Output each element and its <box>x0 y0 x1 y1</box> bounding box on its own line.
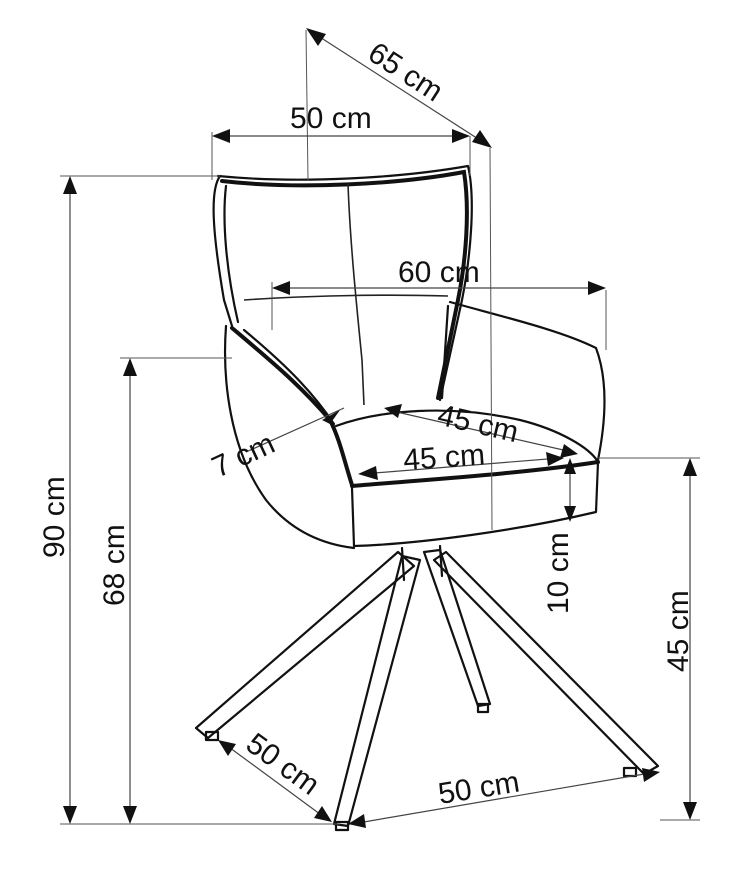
backrest-front <box>223 184 240 324</box>
label-arm-height: 68 cm <box>98 524 131 606</box>
right-arm <box>448 300 606 462</box>
right-arm-inner <box>440 304 450 400</box>
backrest-seam-horizontal <box>243 294 449 301</box>
backrest-outline <box>216 164 473 402</box>
seat-cushion-top <box>334 409 600 464</box>
label-arm-width: 60 cm <box>398 256 480 289</box>
extension-lines <box>60 29 700 825</box>
backrest-seam-vertical <box>347 183 365 406</box>
label-seat-height: 45 cm <box>662 590 695 672</box>
label-seat-width: 45 cm <box>402 438 486 477</box>
label-base-width: 50 cm <box>436 766 522 811</box>
backrest-shell <box>212 174 234 328</box>
left-arm-outer <box>223 324 356 550</box>
backrest-piping <box>220 169 469 400</box>
label-arm-thickness: 7 cm <box>207 427 280 484</box>
foot-center <box>334 820 350 832</box>
leg-front-right <box>432 550 660 776</box>
left-arm-inner <box>242 328 336 426</box>
seat-front <box>350 460 600 548</box>
label-total-height: 90 cm <box>38 476 71 558</box>
leg-back <box>422 548 492 708</box>
label-seat-thickness: 10 cm <box>542 532 575 614</box>
leg-front-left <box>194 550 416 740</box>
foot-back <box>476 702 490 714</box>
foot-right <box>622 766 638 778</box>
dimension-lines <box>63 28 697 828</box>
label-top-width: 50 cm <box>290 102 372 135</box>
foot-left <box>204 730 220 742</box>
label-depth: 65 cm <box>362 36 448 108</box>
